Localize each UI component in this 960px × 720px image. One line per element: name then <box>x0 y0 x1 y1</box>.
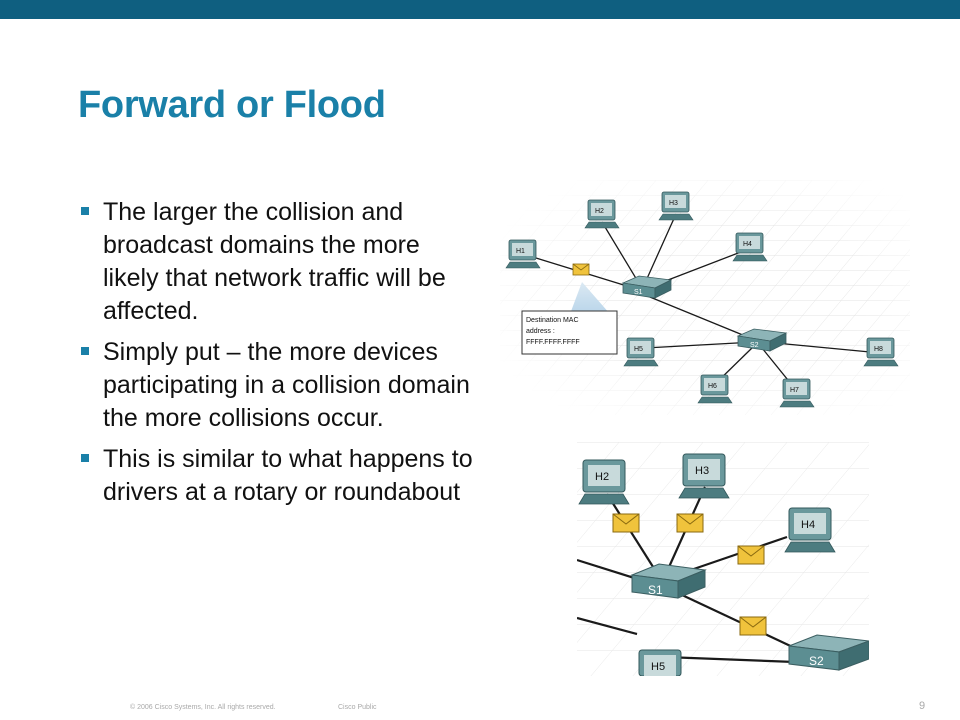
footer-copyright: © 2006 Cisco Systems, Inc. All rights re… <box>130 704 276 711</box>
top-bar <box>0 0 960 19</box>
bullet-item: This is similar to what happens to drive… <box>80 443 480 509</box>
host-label: H2 <box>595 208 604 215</box>
callout-line-2: address : <box>526 328 555 335</box>
bullet-text: This is similar to what happens to drive… <box>103 445 473 506</box>
bullet-item: Simply put – the more devices participat… <box>80 336 480 435</box>
bullet-square-icon <box>81 454 89 462</box>
switch-label: S1 <box>634 289 643 296</box>
callout-box <box>521 310 618 355</box>
host-icon: H1 <box>505 239 541 269</box>
host-icon: H5 <box>638 649 682 676</box>
host-label: H3 <box>669 200 678 207</box>
host-icon: H8 <box>863 337 899 367</box>
switch-label: S2 <box>809 654 824 668</box>
bullet-item: The larger the collision and broadcast d… <box>80 196 480 328</box>
host-icon: H7 <box>779 378 815 408</box>
host-label: H8 <box>874 346 883 353</box>
footer-classification: Cisco Public <box>338 704 377 711</box>
bullet-text: The larger the collision and broadcast d… <box>103 198 446 325</box>
host-label: H4 <box>801 519 815 531</box>
bullet-list: The larger the collision and broadcast d… <box>80 196 480 517</box>
switch-label: S2 <box>750 342 759 349</box>
switch-icon: S1 <box>621 275 673 299</box>
host-icon: H6 <box>697 374 733 404</box>
host-label: H3 <box>695 465 709 477</box>
host-icon: H3 <box>678 453 730 499</box>
page-number: 9 <box>919 700 926 712</box>
bullet-square-icon <box>81 207 89 215</box>
switch-icon: S2 <box>736 328 788 352</box>
host-icon: H4 <box>784 507 836 553</box>
envelope-icon <box>739 616 767 636</box>
host-label: H5 <box>634 346 643 353</box>
switch-icon: S1 <box>630 563 707 599</box>
bullet-text: Simply put – the more devices participat… <box>103 338 470 432</box>
network-diagram-bottom: S1 S2 H2 H3 H4 H5 <box>577 442 869 676</box>
bullet-square-icon <box>81 347 89 355</box>
host-label: H1 <box>516 248 525 255</box>
network-diagram-top: Destination MAC address : FFFF.FFFF.FFFF… <box>500 180 910 415</box>
host-label: H5 <box>651 661 665 673</box>
callout-line-3: FFFF.FFFF.FFFF <box>526 339 580 346</box>
switch-icon: S2 <box>788 634 869 671</box>
callout-cone <box>570 282 610 314</box>
host-label: H2 <box>595 471 609 483</box>
host-label: H7 <box>790 387 799 394</box>
callout-line-1: Destination MAC <box>526 317 579 324</box>
host-icon: H3 <box>658 191 694 221</box>
switch-label: S1 <box>648 583 663 597</box>
host-icon: H2 <box>578 459 630 505</box>
envelope-icon <box>572 263 590 276</box>
envelope-icon <box>612 513 640 533</box>
host-icon: H5 <box>623 337 659 367</box>
host-label: H4 <box>743 241 752 248</box>
network-links <box>535 213 871 391</box>
host-label: H6 <box>708 383 717 390</box>
envelope-icon <box>676 513 704 533</box>
slide-title: Forward or Flood <box>78 84 386 126</box>
host-icon: H4 <box>732 232 768 262</box>
envelope-icon <box>737 545 765 565</box>
host-icon: H2 <box>584 199 620 229</box>
